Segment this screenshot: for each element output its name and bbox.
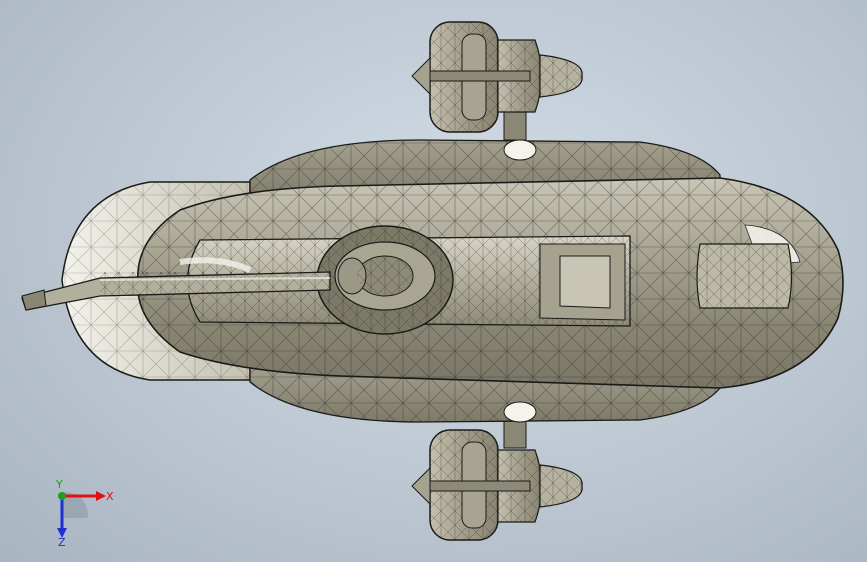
x-axis-label: X [106,490,114,503]
z-axis-label: Z [58,536,66,548]
triad-plane-shade [62,492,88,518]
y-axis-point [58,492,66,500]
y-axis-label: Y [55,478,63,491]
z-axis-arrowhead [57,528,67,538]
upper-fan-assembly[interactable] [411,21,583,141]
turret[interactable] [316,225,454,335]
cannon-barrel[interactable] [21,271,331,311]
lower-fan-assembly[interactable] [411,419,583,541]
x-axis-arrowhead [96,491,106,501]
coordinate-triad: X Y Z [55,478,114,548]
